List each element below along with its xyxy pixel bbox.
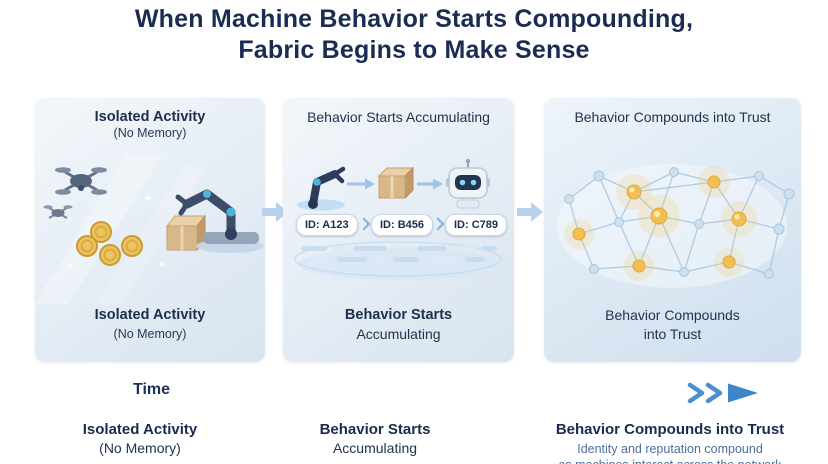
node-highlight-icon <box>629 187 740 220</box>
data-dashes-icon <box>301 246 497 262</box>
panel-isolated-activity: Isolated Activity (No Memory) <box>35 98 265 362</box>
footer3-clipped-text: as machines interact across the network <box>527 458 813 464</box>
flow-arrow-icon <box>262 201 288 223</box>
coins-icon <box>76 221 143 266</box>
panel1-bottom-title: Isolated Activity <box>94 307 206 323</box>
panel1-top-subtitle: (No Memory) <box>113 126 187 140</box>
panel-compounds-into-trust: Behavior Compounds into Trust <box>544 98 801 362</box>
footer2-line1: Behavior Starts <box>319 421 431 438</box>
panel1-footer: Isolated Activity (No Memory) <box>35 306 265 344</box>
panel3-header: Behavior Compounds into Trust <box>544 109 801 125</box>
robot-arm-icon <box>175 189 264 253</box>
glow-base-icon <box>298 248 498 280</box>
trust-node-icon <box>572 175 747 273</box>
panel2-footer: Behavior Starts Accumulating <box>283 306 514 344</box>
panel3-top-title: Behavior Compounds into Trust <box>574 109 771 125</box>
footer1-subtitle: (No Memory) <box>99 440 181 456</box>
footer1-title: Isolated Activity <box>82 421 198 438</box>
panel1-bottom-subtitle: (No Memory) <box>113 327 187 341</box>
panel1-top-title: Isolated Activity <box>94 109 206 125</box>
panel2-illustration: ID: A123 ID: B456 ID: C789 <box>283 154 514 304</box>
page-title: When Machine Behavior Starts Compounding… <box>0 4 828 66</box>
network-node-icon <box>564 167 795 279</box>
box-icon <box>377 166 415 200</box>
footer-col-accumulating: Behavior Starts Accumulating <box>275 420 475 458</box>
id-pill: ID: B456 <box>371 214 434 236</box>
panel2-bottom-line1: Behavior Starts <box>344 307 453 323</box>
sparkles-icon <box>67 194 165 269</box>
id-pill: ID: A123 <box>296 214 358 236</box>
footer-col-isolated: Isolated Activity (No Memory) <box>40 420 240 458</box>
panel3-bottom-line2: into Trust <box>643 326 702 342</box>
time-label: Time <box>133 381 171 398</box>
footer2-line2: Accumulating <box>332 440 418 456</box>
panel-behavior-accumulating: Behavior Starts Accumulating <box>283 98 514 362</box>
panel1-illustration <box>35 154 265 304</box>
box-icon <box>165 214 207 252</box>
id-pill: ID: C789 <box>445 214 508 236</box>
isolated-machines-illustration-icon <box>35 154 264 304</box>
footer3-subtitle: Identity and reputation compound <box>577 442 763 456</box>
drone-icon <box>55 167 107 195</box>
panel2-header: Behavior Starts Accumulating <box>283 109 514 125</box>
flow-arrow-icon <box>517 201 543 223</box>
title-line-2: Fabric Begins to Make Sense <box>238 36 590 64</box>
arrow-icon <box>347 178 375 190</box>
time-arrow-icon <box>166 382 766 409</box>
accumulating-machines-illustration-icon <box>294 158 502 280</box>
small-drone-icon <box>43 205 73 219</box>
footer-col-trust: Behavior Compounds into Trust Identity a… <box>527 420 813 459</box>
panel2-bottom-line2: Accumulating <box>356 326 441 342</box>
panel3-footer: Behavior Compounds into Trust <box>544 306 801 344</box>
robot-arm-icon <box>297 166 346 211</box>
trust-network-icon <box>557 164 795 288</box>
panel2-top-title: Behavior Starts Accumulating <box>307 109 490 125</box>
chevron-icons <box>362 217 445 231</box>
robot-icon <box>446 158 490 209</box>
arrow-icon <box>417 178 443 190</box>
panel3-bottom-line1: Behavior Compounds <box>605 307 740 323</box>
panel3-illustration <box>544 154 801 304</box>
footer3-title: Behavior Compounds into Trust <box>555 421 785 438</box>
title-line-1: When Machine Behavior Starts Compounding… <box>134 5 694 33</box>
panel1-header: Isolated Activity (No Memory) <box>35 109 265 140</box>
